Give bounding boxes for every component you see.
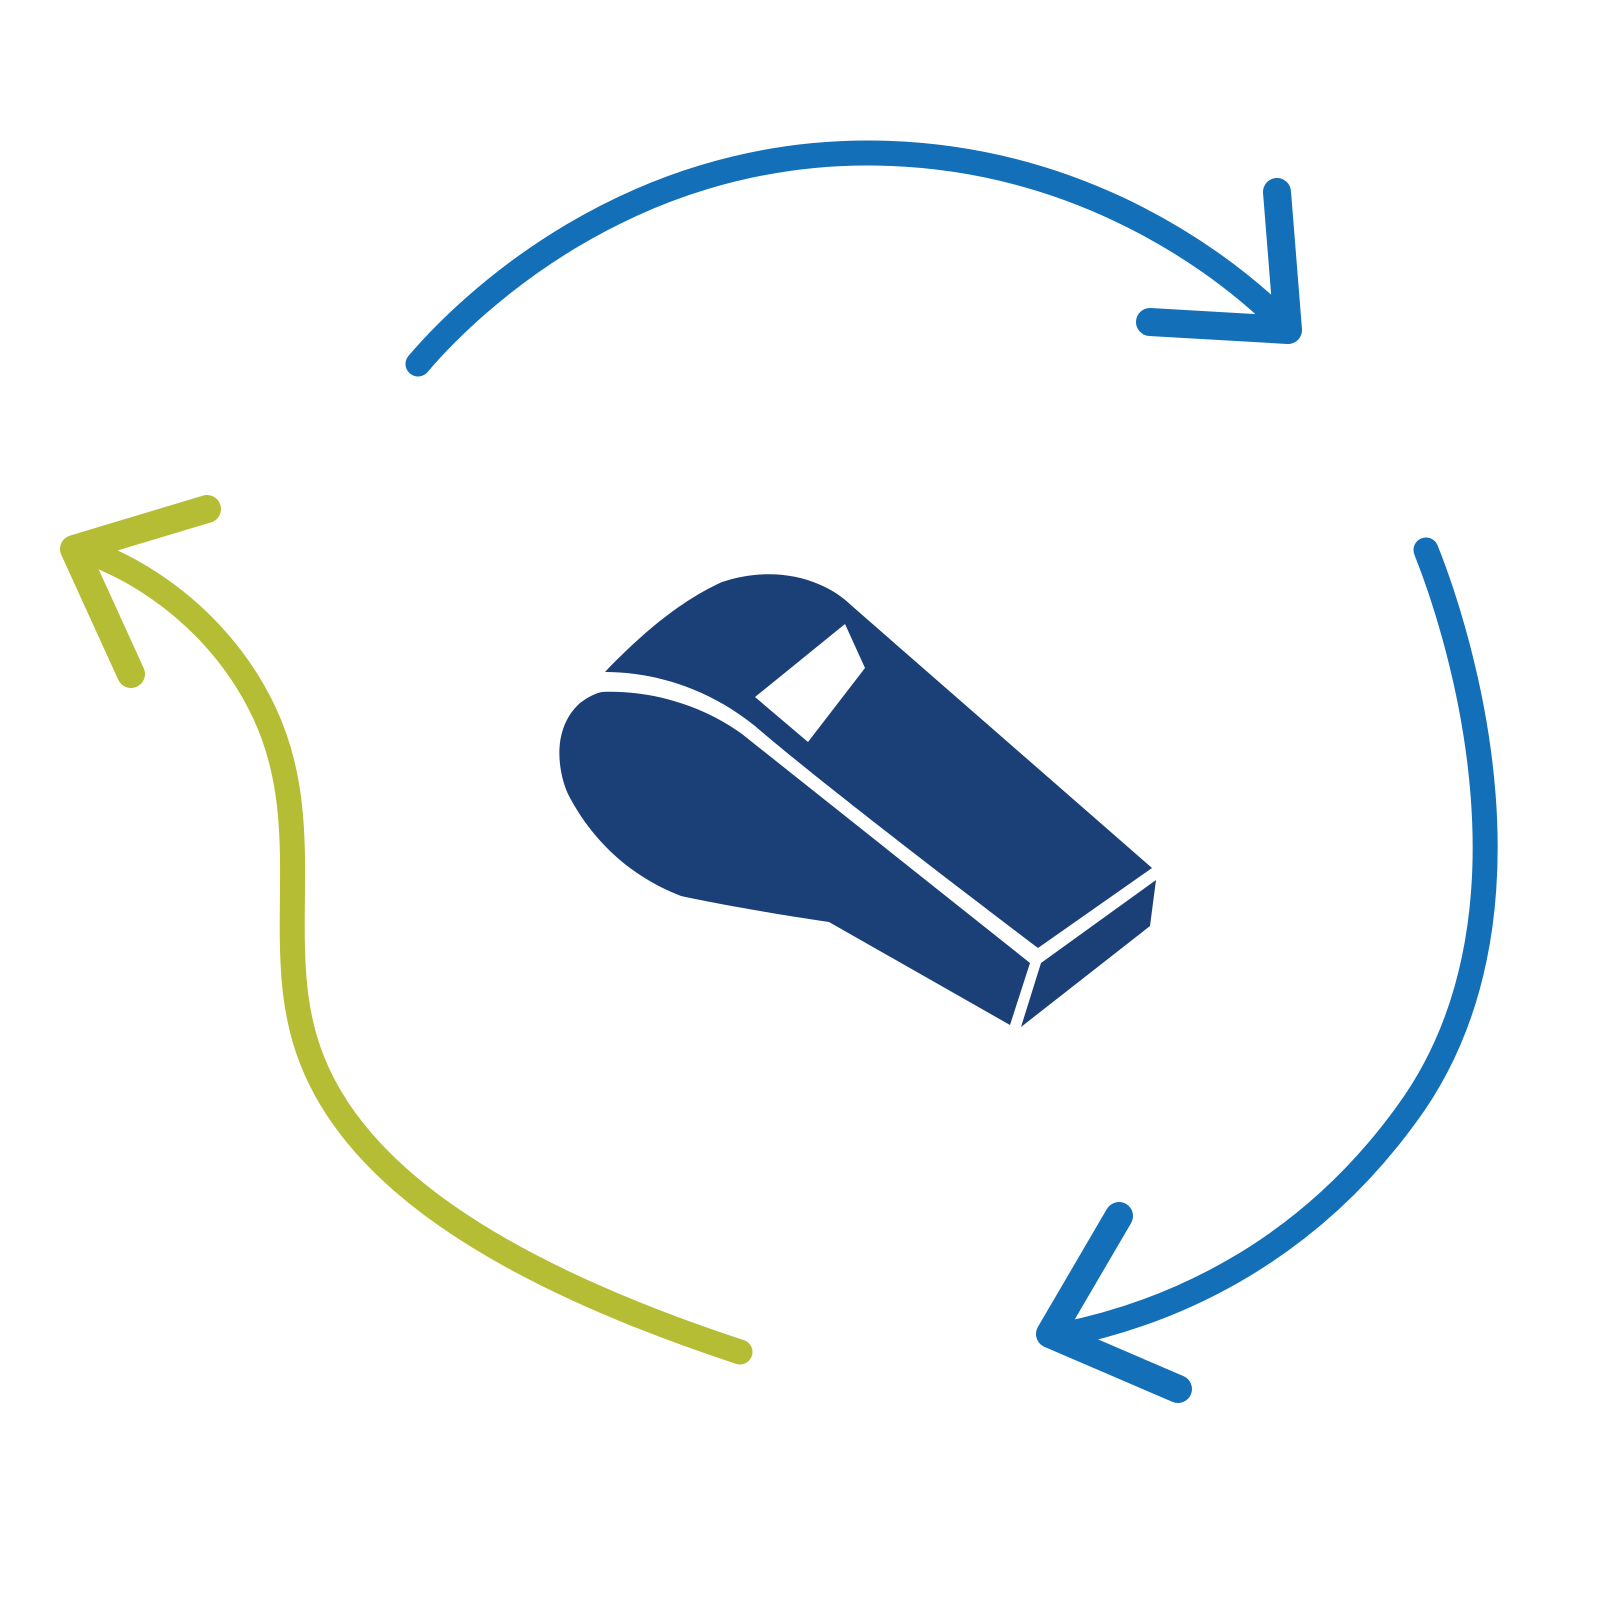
right-arrow-shaft [1049,537,1498,1348]
left-arrow-shaft [65,537,753,1365]
left-arrow-head [60,495,221,688]
whistle-right-facet [1021,880,1156,1027]
left-green-arrow-icon [60,495,753,1365]
top-arrow-head [1136,178,1302,344]
right-blue-arrow-icon [1036,537,1498,1403]
whistle-lower-body [559,691,1030,1025]
top-blue-arrow-icon [405,140,1302,377]
whistle-opening [755,624,865,742]
top-arrow-shaft [405,140,1293,377]
whistle-icon [559,574,1156,1027]
whistle-upper-body [605,574,1152,948]
right-arrow-head [1036,1202,1192,1403]
